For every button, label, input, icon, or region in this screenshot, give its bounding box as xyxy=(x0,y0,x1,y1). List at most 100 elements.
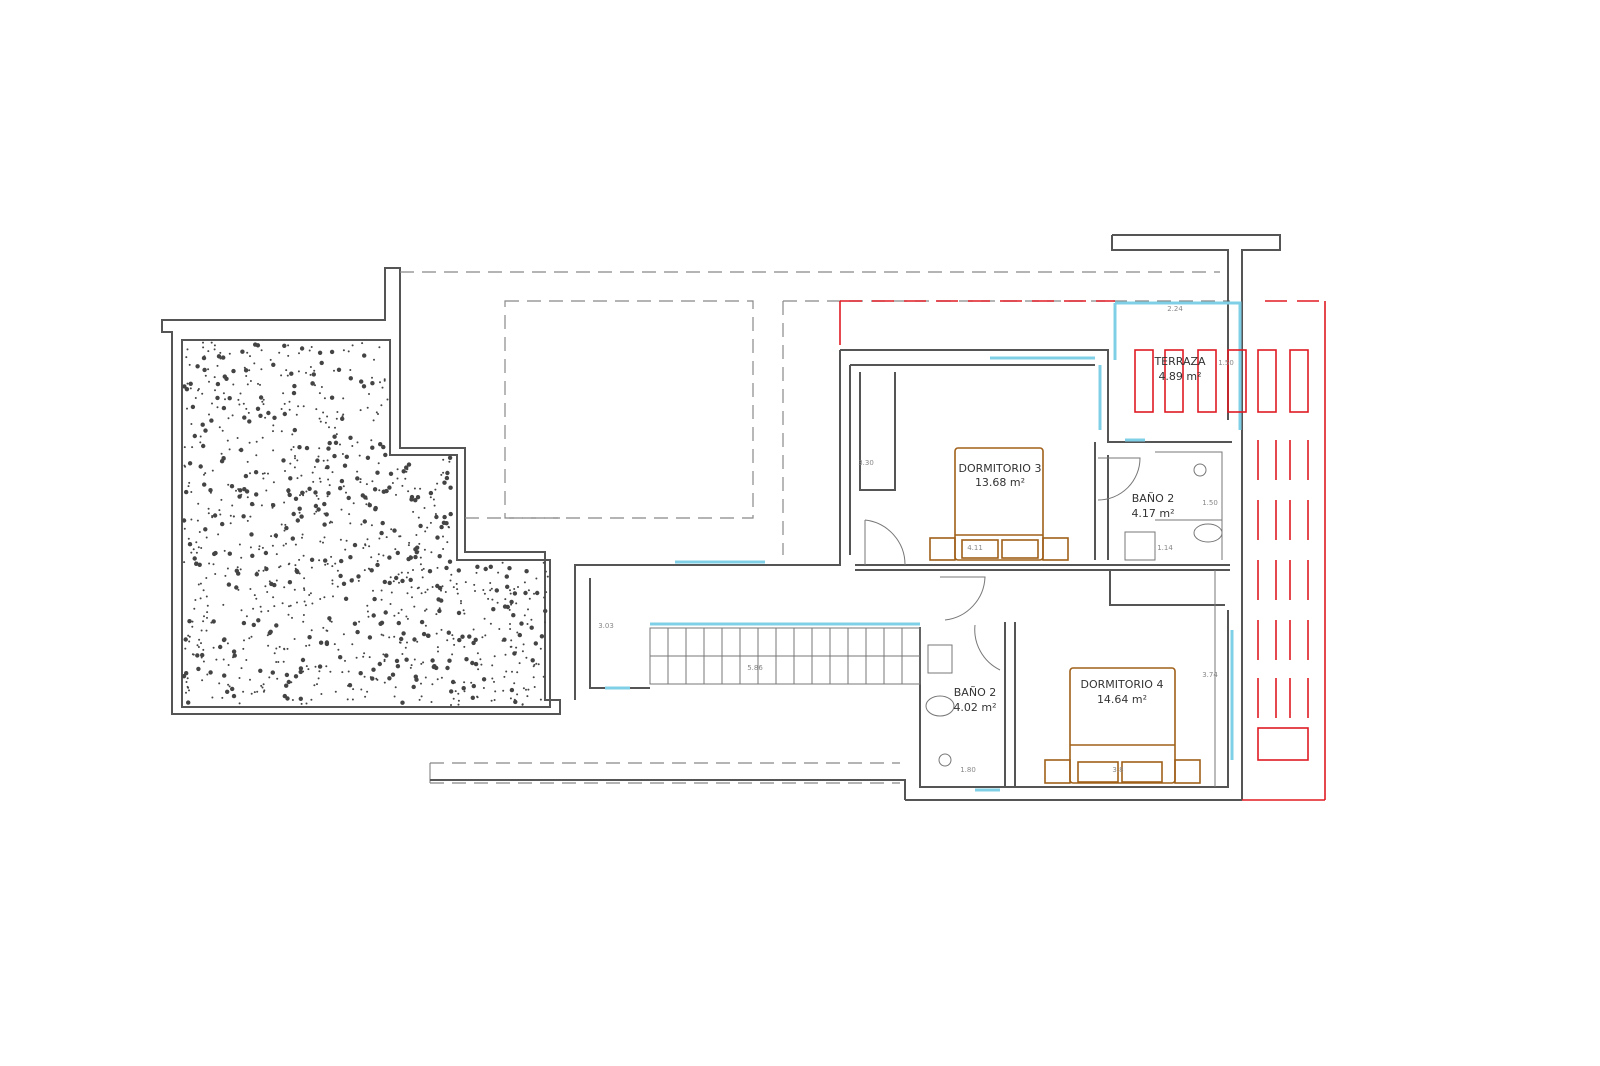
gravel-dot xyxy=(454,690,457,693)
gravel-dot xyxy=(386,398,389,401)
gravel-dot xyxy=(245,615,248,618)
gravel-dot xyxy=(214,573,217,575)
gravel-dot xyxy=(418,698,421,701)
gravel-dot xyxy=(349,369,352,371)
gravel-dot xyxy=(451,634,454,637)
gravel-dot xyxy=(327,478,330,481)
gravel-dot xyxy=(291,433,294,436)
gravel-dot xyxy=(336,585,339,588)
gravel-dot xyxy=(329,395,335,400)
gravel-dot xyxy=(243,473,249,479)
gravel-dot xyxy=(467,634,472,639)
gravel-dot xyxy=(476,696,479,699)
gravel-dot xyxy=(371,480,374,483)
gravel-dot xyxy=(522,687,525,690)
gravel-dot xyxy=(197,502,200,505)
gravel-dot xyxy=(395,664,401,669)
gravel-dot xyxy=(202,660,205,663)
gravel-dot xyxy=(444,565,449,571)
gravel-dot xyxy=(441,585,444,588)
gravel-dot xyxy=(262,398,265,401)
gravel-dot xyxy=(457,637,462,643)
gravel-dot xyxy=(475,564,480,569)
gravel-dot xyxy=(342,633,345,636)
gravel-dot xyxy=(188,689,190,692)
gravel-dot xyxy=(254,572,259,577)
gravel-dot xyxy=(447,525,450,528)
gravel-dot xyxy=(184,387,190,392)
gravel-dot xyxy=(284,683,289,688)
gravel-dot xyxy=(404,646,407,649)
gravel-dot xyxy=(457,699,460,702)
gravel-dot xyxy=(395,493,397,496)
gravel-dot xyxy=(528,597,531,600)
gravel-dot xyxy=(219,459,225,464)
gravel-dot xyxy=(283,647,286,650)
gravel-dot xyxy=(237,588,240,591)
gravel-dot xyxy=(183,637,188,642)
gravel-dot xyxy=(310,566,313,569)
gravel-dot xyxy=(287,613,290,616)
gravel-dot xyxy=(185,691,187,694)
gravel-dot xyxy=(277,661,280,663)
gravel-dot xyxy=(366,690,369,693)
gravel-dot xyxy=(461,686,466,691)
gravel-dot xyxy=(288,605,290,608)
gravel-dot xyxy=(226,567,229,570)
gravel-dot xyxy=(293,496,299,501)
gravel-dot xyxy=(420,592,423,595)
gravel-dot xyxy=(352,621,358,626)
gravel-dot xyxy=(332,595,334,598)
gravel-dot xyxy=(341,415,344,418)
gravel-dot xyxy=(377,553,380,556)
gravel-dot xyxy=(211,469,214,472)
gravel-dot xyxy=(363,569,366,572)
gravel-dot xyxy=(361,384,367,389)
gravel-texture xyxy=(181,341,549,706)
gravel-dot xyxy=(513,699,518,705)
gravel-dot xyxy=(317,677,320,680)
gravel-dot xyxy=(232,383,235,386)
gravel-dot xyxy=(523,581,526,584)
gravel-dot xyxy=(460,602,462,605)
gravel-dot xyxy=(245,407,248,410)
dimension: 3.74 xyxy=(1202,671,1218,679)
gravel-dot xyxy=(365,455,371,460)
gravel-dot xyxy=(230,686,235,692)
gravel-dot xyxy=(401,653,404,655)
gravel-dot xyxy=(362,655,365,658)
gravel-dot xyxy=(446,630,451,635)
gravel-dot xyxy=(288,562,291,565)
gravel-dot xyxy=(291,699,294,701)
gravel-dot xyxy=(342,397,345,400)
gravel-dot xyxy=(351,698,354,701)
gravel-dot xyxy=(294,564,297,567)
gravel-dot xyxy=(198,531,201,533)
dimension: 4.11 xyxy=(967,544,983,552)
staircase xyxy=(649,627,921,685)
gravel-dot xyxy=(207,512,210,515)
gravel-dot xyxy=(376,560,379,562)
gravel-dot xyxy=(187,634,190,637)
gravel-dot xyxy=(526,695,529,698)
gravel-dot xyxy=(248,637,251,640)
gravel-dot xyxy=(351,344,354,347)
gravel-dot xyxy=(318,640,324,645)
gravel-dot xyxy=(221,429,224,432)
gravel-dot xyxy=(423,507,426,509)
gravel-dot xyxy=(274,623,279,628)
gravel-dot xyxy=(301,533,304,536)
gravel-dot xyxy=(360,493,365,498)
gravel-dot xyxy=(351,643,354,646)
gravel-dot xyxy=(202,620,205,623)
gravel-dot xyxy=(380,520,385,526)
gravel-dot xyxy=(365,503,368,506)
gravel-dot xyxy=(509,592,512,595)
gravel-dot xyxy=(285,369,288,372)
gravel-dot xyxy=(299,346,305,351)
gravel-dot xyxy=(389,603,392,605)
gravel-dot xyxy=(532,665,535,668)
gravel-dot xyxy=(323,558,328,563)
gravel-dot xyxy=(533,641,538,646)
gravel-dot xyxy=(483,566,488,572)
